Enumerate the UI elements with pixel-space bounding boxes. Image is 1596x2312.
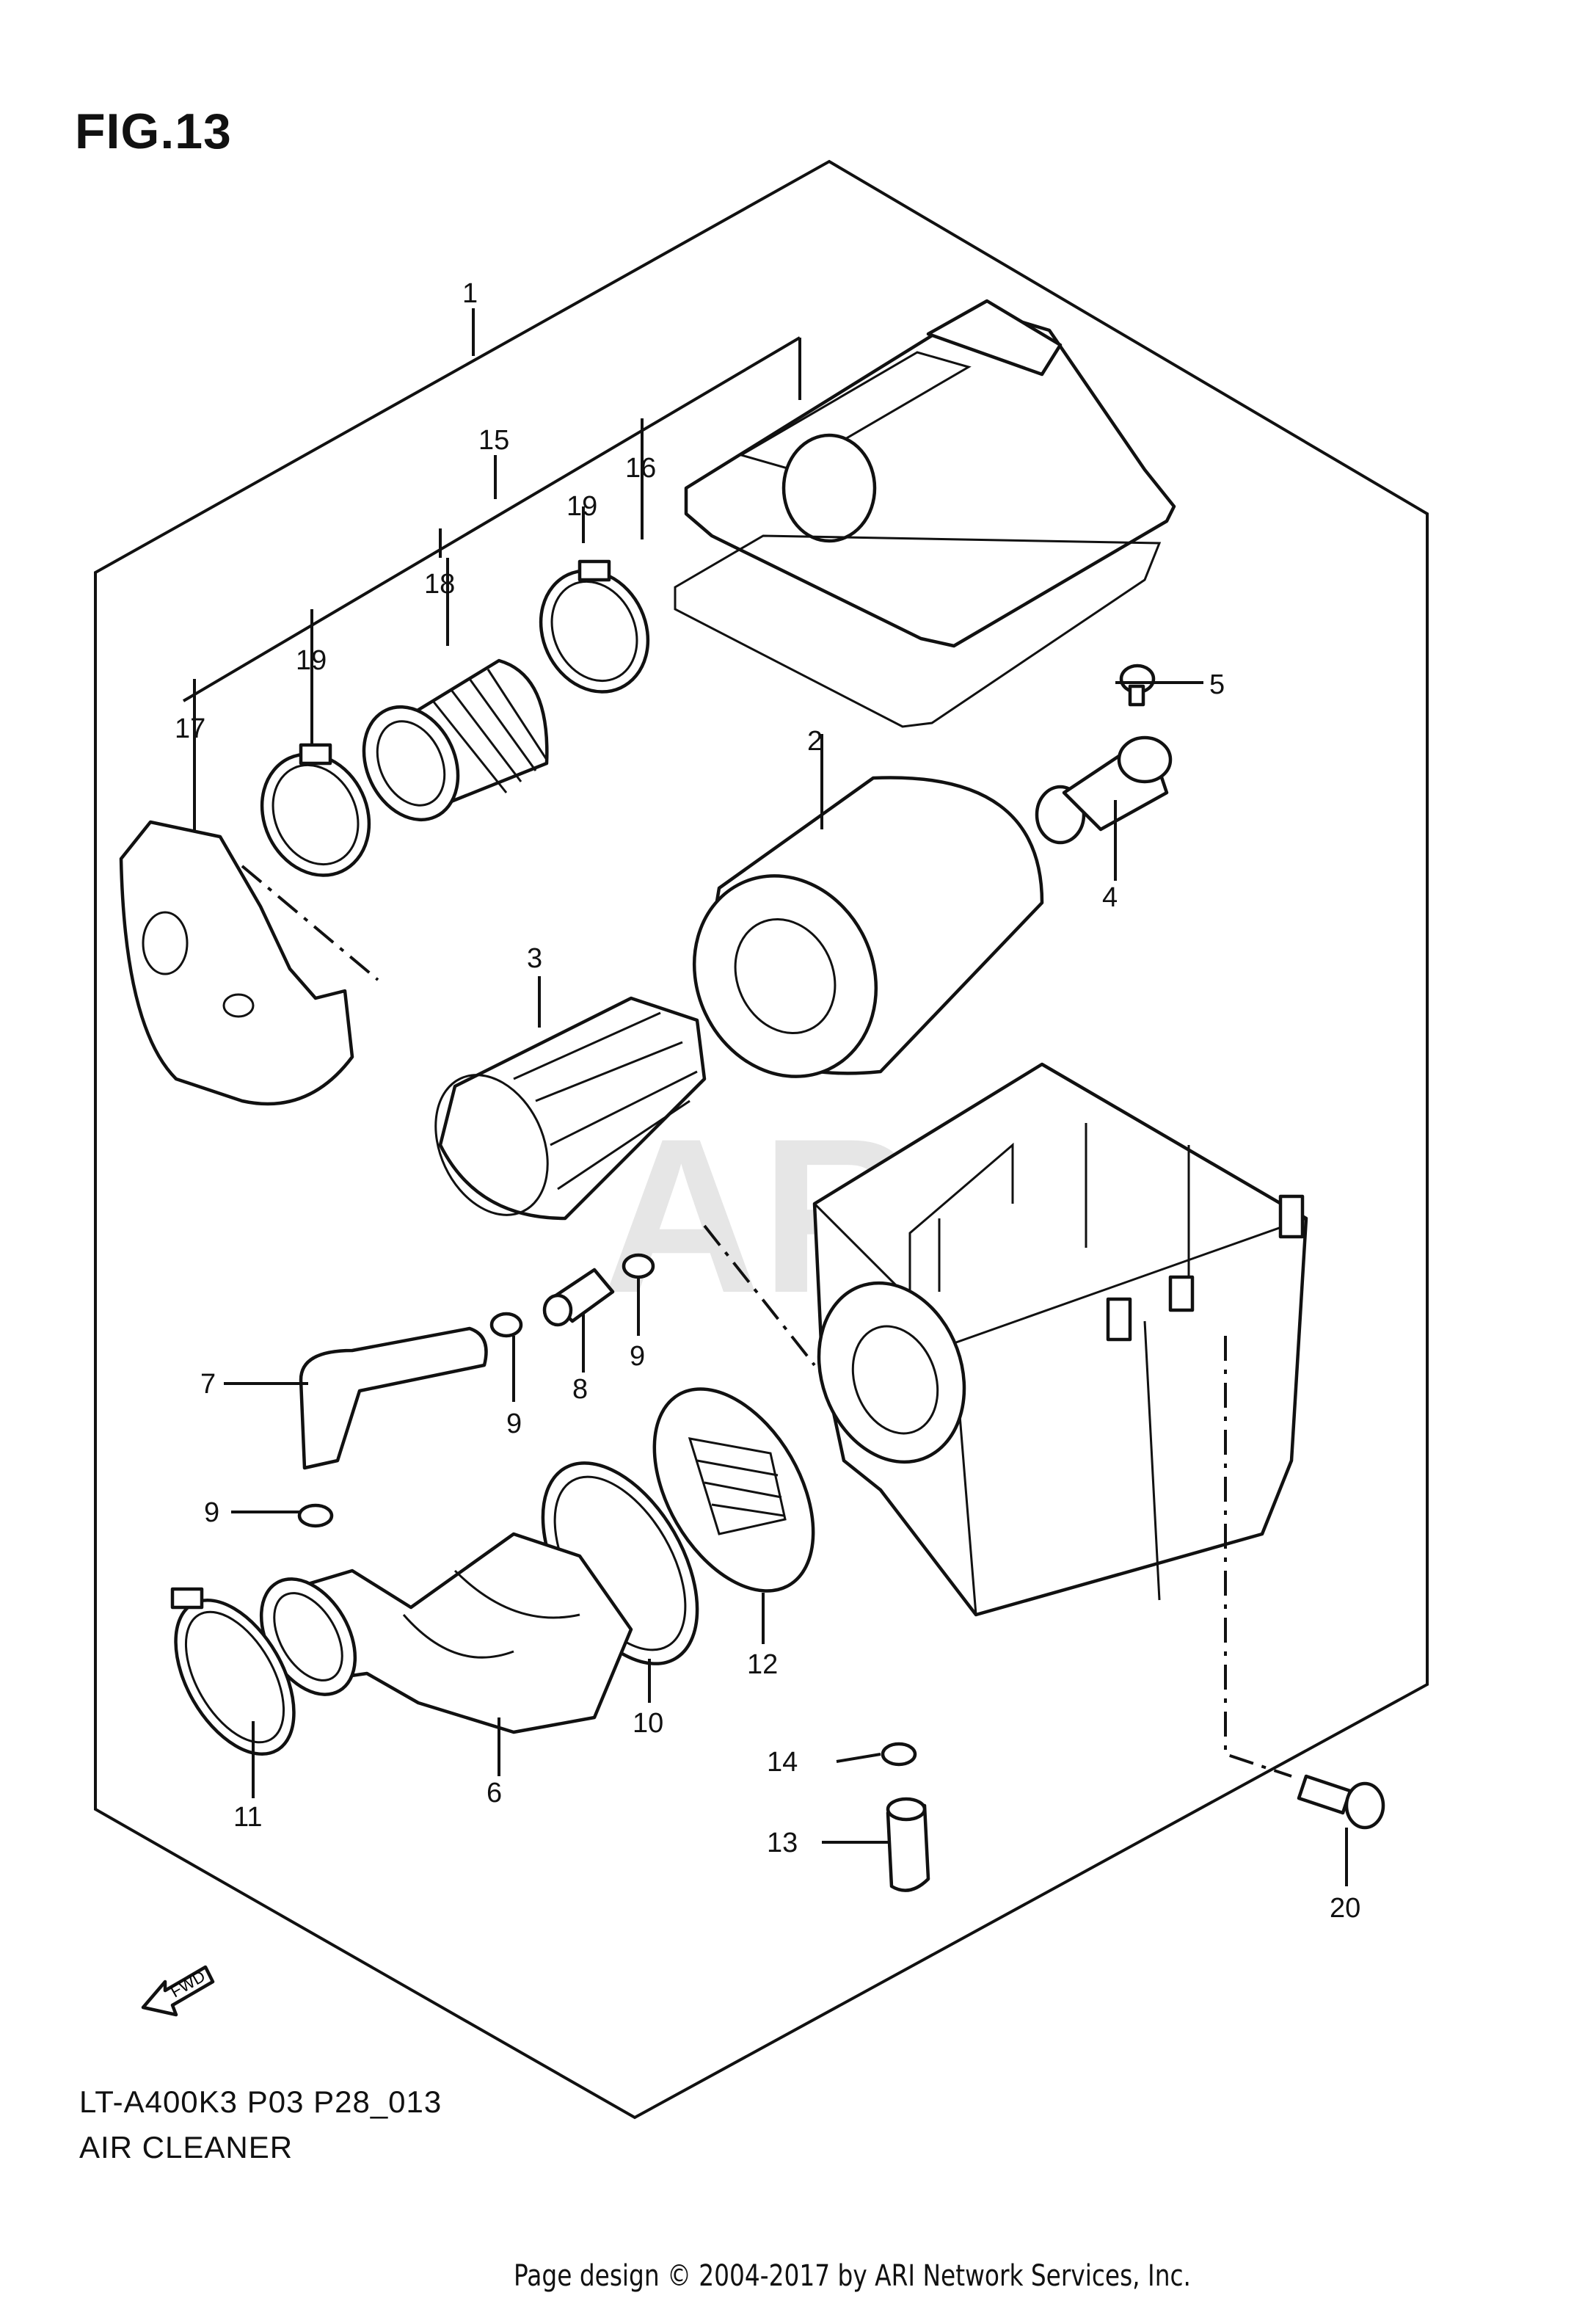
screen-part xyxy=(652,1387,815,1593)
air-cleaner-case-part xyxy=(812,1062,1308,1617)
callout-18: 18 xyxy=(424,569,455,600)
assembly-boundary xyxy=(94,159,1429,2120)
callout-9a: 9 xyxy=(506,1408,522,1439)
filter-cage-part xyxy=(434,996,707,1221)
callout-19b: 19 xyxy=(296,645,327,676)
callout-12: 12 xyxy=(747,1649,778,1680)
drain-clip-part xyxy=(881,1742,917,1767)
hose-joint-part xyxy=(542,1268,615,1327)
clamp-lower-part xyxy=(260,743,371,877)
callout-11: 11 xyxy=(233,1802,262,1833)
air-cleaner-cover-part xyxy=(674,299,1176,728)
callout-20: 20 xyxy=(1330,1893,1360,1924)
callout-6: 6 xyxy=(487,1778,502,1808)
callout-7: 7 xyxy=(200,1369,216,1400)
copyright-footer: Page design © 2004-2017 by ARI Network S… xyxy=(514,2259,1191,2293)
callout-leaders xyxy=(224,681,1348,1886)
callout-15: 15 xyxy=(478,425,509,456)
callout-13: 13 xyxy=(767,1828,798,1858)
drain-hose-part xyxy=(299,1326,488,1470)
intake-hose-part xyxy=(362,658,549,822)
callout-8: 8 xyxy=(572,1374,588,1405)
forward-arrow-icon: FWD xyxy=(141,1965,215,2017)
bolt-part xyxy=(1297,1774,1385,1830)
callout-17: 17 xyxy=(175,713,205,744)
callout-1: 1 xyxy=(462,278,478,309)
figure-title: FIG.13 xyxy=(75,103,232,159)
group-brackets xyxy=(182,308,801,862)
inlet-duct-part xyxy=(119,820,379,1106)
filter-element-part xyxy=(692,776,1044,1078)
drain-cap-part xyxy=(886,1797,930,1892)
screw-part xyxy=(1119,664,1156,707)
callout-10: 10 xyxy=(633,1708,663,1739)
callout-9c: 9 xyxy=(204,1497,219,1528)
callout-16: 16 xyxy=(625,453,656,484)
clamp-upper-part xyxy=(539,559,650,694)
clamp-throttle-part xyxy=(170,1587,296,1756)
callout-2: 2 xyxy=(807,726,823,757)
callout-14: 14 xyxy=(767,1747,798,1778)
callout-9b: 9 xyxy=(630,1341,645,1372)
outlet-tube-part xyxy=(259,1532,633,1734)
callout-5: 5 xyxy=(1209,669,1225,700)
figure-name: AIR CLEANER xyxy=(79,2130,294,2164)
model-code: LT-A400K3 P03 P28_013 xyxy=(79,2084,442,2119)
callout-19a: 19 xyxy=(566,491,597,522)
callout-3: 3 xyxy=(527,943,542,974)
valve-part xyxy=(1035,735,1173,845)
alignment-line-cage xyxy=(703,1224,816,1367)
callout-4: 4 xyxy=(1102,882,1118,913)
